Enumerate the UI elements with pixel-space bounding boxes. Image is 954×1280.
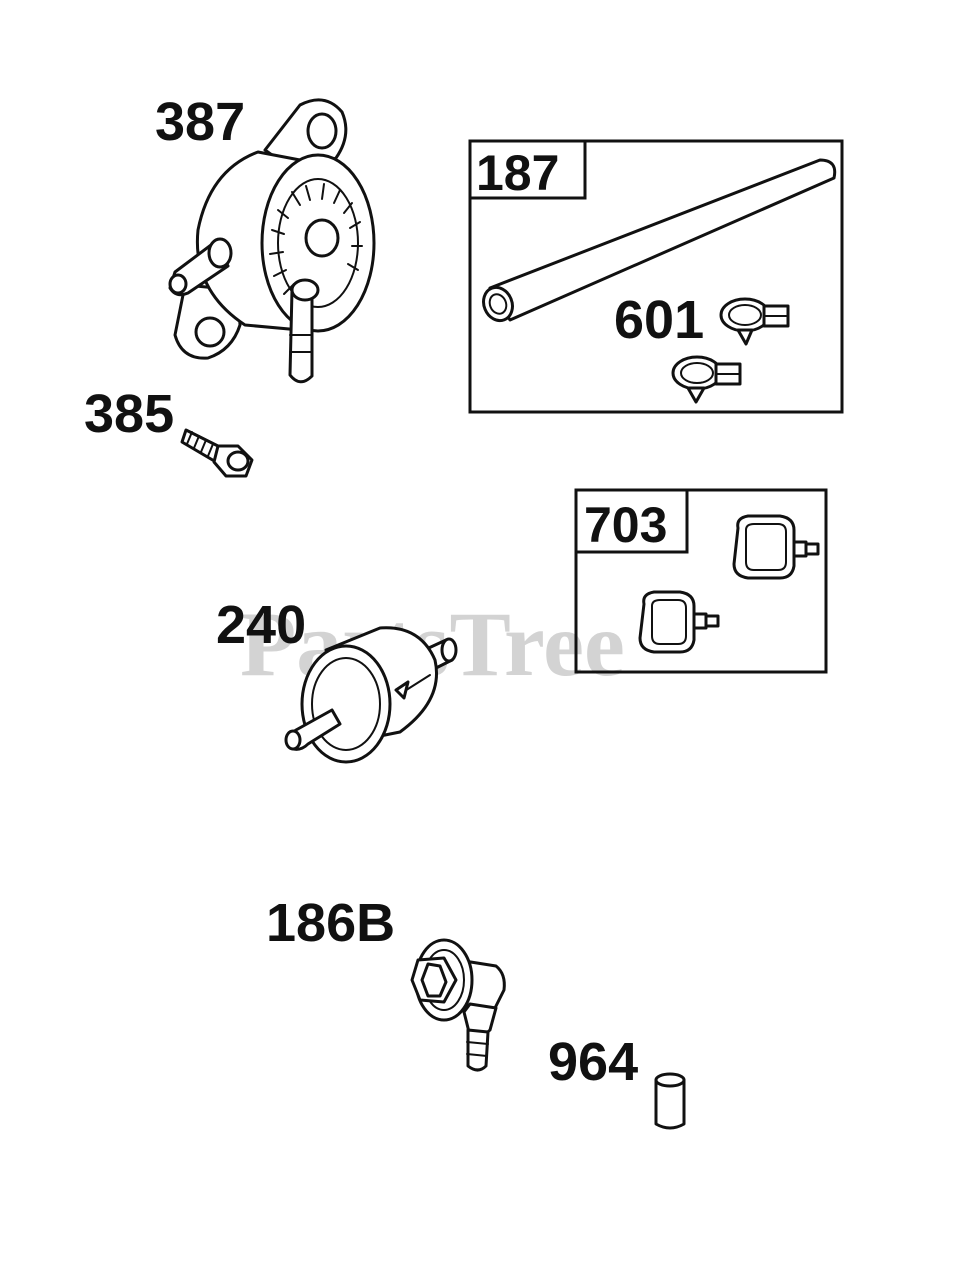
fuel-line-187[interactable]	[479, 158, 837, 325]
fuel-pump-387[interactable]	[168, 98, 376, 384]
part-label-385: 385	[84, 384, 174, 444]
part-label-703: 703	[584, 497, 667, 553]
hose-clamp-601-a[interactable]	[719, 297, 790, 346]
screw-385[interactable]	[180, 428, 254, 478]
spring-clamp-703-a[interactable]	[732, 514, 820, 580]
part-label-240: 240	[216, 595, 306, 655]
part-label-601: 601	[614, 290, 704, 350]
part-label-187: 187	[476, 145, 559, 201]
kit-box-703-label-frame	[574, 488, 689, 554]
kit-box-187-label-frame	[468, 139, 587, 200]
hose-clamp-601-b[interactable]	[671, 355, 742, 404]
sleeve-964[interactable]	[654, 1072, 686, 1130]
part-label-186B: 186B	[266, 893, 395, 953]
fuel-filter-240[interactable]	[284, 626, 458, 764]
kit-box-187	[468, 139, 844, 414]
part-label-964: 964	[548, 1032, 638, 1092]
fuel-shutoff-valve-186B[interactable]	[410, 938, 506, 1072]
part-label-387: 387	[155, 92, 245, 152]
kit-box-703	[574, 488, 828, 674]
spring-clamp-703-b[interactable]	[638, 590, 720, 654]
